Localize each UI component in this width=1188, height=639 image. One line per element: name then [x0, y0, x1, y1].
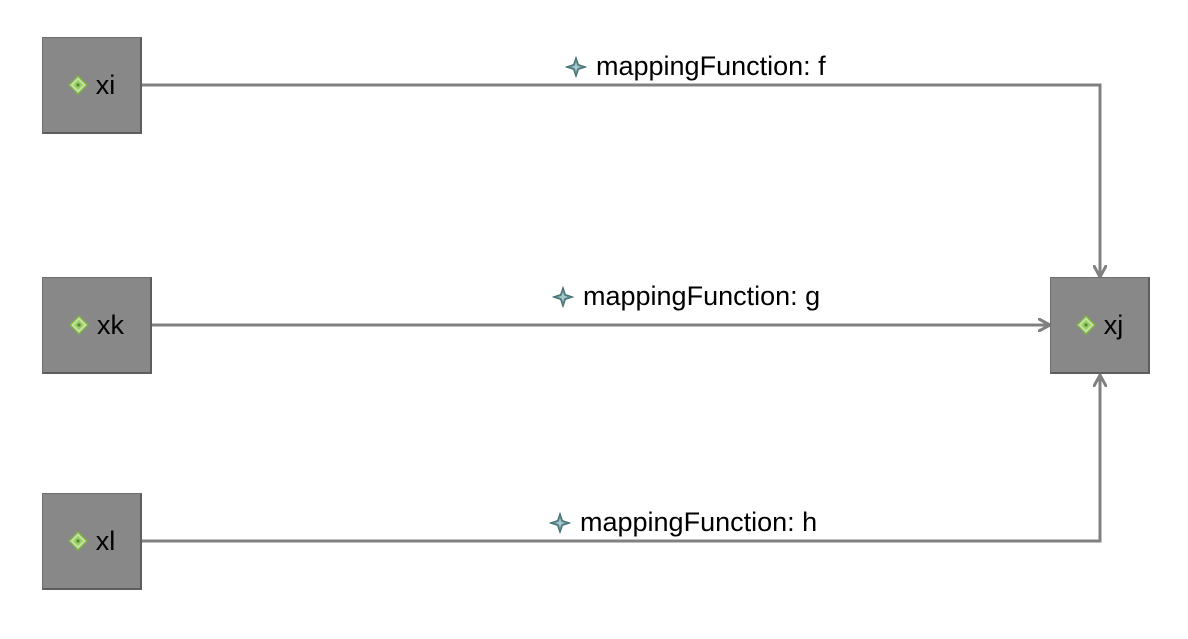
green-diamond-element-icon — [1075, 315, 1096, 335]
green-diamond-element-icon — [67, 531, 88, 551]
node-label-xk: xk — [97, 309, 124, 340]
teal-four-point-star-icon — [549, 511, 571, 534]
node-label-xi: xi — [95, 69, 116, 100]
edge-label-g[interactable]: mappingFunction: g — [552, 283, 820, 310]
edge-label-text-f: mappingFunction: f — [596, 51, 826, 81]
green-diamond-element-icon — [69, 315, 89, 335]
node-label-xl: xl — [95, 525, 116, 556]
edge-label-h[interactable]: mappingFunction: h — [549, 509, 817, 536]
edge-xl-to-xj[interactable] — [142, 376, 1100, 543]
teal-four-point-star-icon — [552, 285, 574, 308]
green-diamond-element-icon — [67, 75, 88, 95]
teal-four-point-star-icon — [565, 55, 587, 78]
node-xj[interactable]: xj — [1050, 277, 1150, 374]
node-label-xj: xj — [1103, 309, 1124, 340]
edge-label-text-h: mappingFunction: h — [580, 507, 818, 537]
node-xk[interactable]: xk — [42, 277, 152, 374]
edge-label-text-g: mappingFunction: g — [583, 281, 821, 311]
edge-xi-to-xj[interactable] — [142, 83, 1100, 276]
edge-label-f[interactable]: mappingFunction: f — [565, 53, 826, 80]
node-xl[interactable]: xl — [42, 493, 142, 590]
node-xi[interactable]: xi — [42, 37, 142, 134]
